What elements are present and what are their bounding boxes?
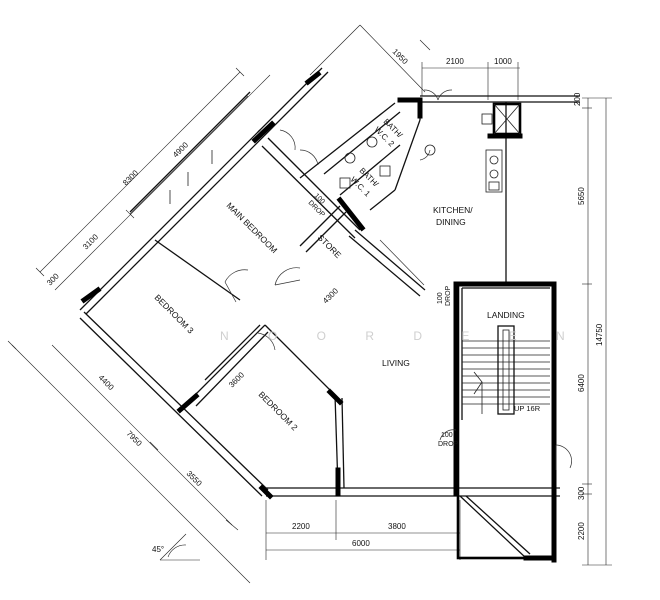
dim-6000: 6000: [352, 539, 370, 548]
dim-8300: 8300: [121, 168, 140, 187]
doors: [224, 89, 572, 470]
dim-2200-vertical: 2200: [577, 522, 586, 540]
dim-3550: 3550: [185, 469, 204, 488]
stair-up-label: UP 16R: [514, 404, 541, 413]
dim-2100: 2100: [446, 57, 464, 66]
drop-mid-label: DROP: [445, 285, 452, 306]
room-kitchen-line1: KITCHEN/: [433, 205, 473, 215]
angle-label: 45°: [152, 545, 164, 554]
drop-mid-value: 100: [437, 292, 444, 304]
dim-200-top: 200: [573, 92, 582, 106]
fixtures: [169, 102, 550, 415]
walls: [79, 67, 580, 560]
room-landing: LANDING: [487, 310, 525, 320]
dimension-lines: [7, 24, 612, 584]
room-bedroom-2: BEDROOM 2: [257, 389, 300, 432]
drop-low-value: 100: [441, 432, 453, 439]
structural-walls: [80, 70, 557, 563]
dim-7950: 7950: [125, 429, 144, 448]
annotations: 100 DROP 100 DROP 100 DROP UP 16R 45°: [152, 192, 541, 554]
staircase: [462, 325, 550, 415]
dim-6400: 6400: [577, 374, 586, 392]
room-bedroom-3: BEDROOM 3: [153, 292, 196, 335]
watermark-text: N O O R D E E N: [220, 329, 583, 343]
room-store: STORE: [316, 232, 344, 260]
room-main-bedroom: MAIN BEDROOM: [225, 200, 280, 255]
dim-5650: 5650: [577, 187, 586, 205]
dim-14750: 14750: [595, 323, 604, 346]
dim-2200-horizontal: 2200: [292, 522, 310, 531]
dim-4300: 4300: [321, 286, 340, 305]
dim-1950: 1950: [391, 47, 410, 66]
dim-4400: 4400: [97, 373, 116, 392]
dim-1000: 1000: [494, 57, 512, 66]
room-kitchen-line2: DINING: [436, 217, 466, 227]
room-living: LIVING: [382, 358, 410, 368]
dim-3800: 3800: [388, 522, 406, 531]
dim-3100: 3100: [81, 232, 100, 251]
dim-300-bottom: 300: [577, 486, 586, 500]
dim-3600: 3600: [227, 370, 246, 389]
room-labels: MAIN BEDROOM BEDROOM 3 BEDROOM 2 LIVING …: [153, 117, 525, 433]
drop-low-label: DROP: [438, 441, 459, 448]
dim-300-left: 300: [45, 271, 61, 287]
